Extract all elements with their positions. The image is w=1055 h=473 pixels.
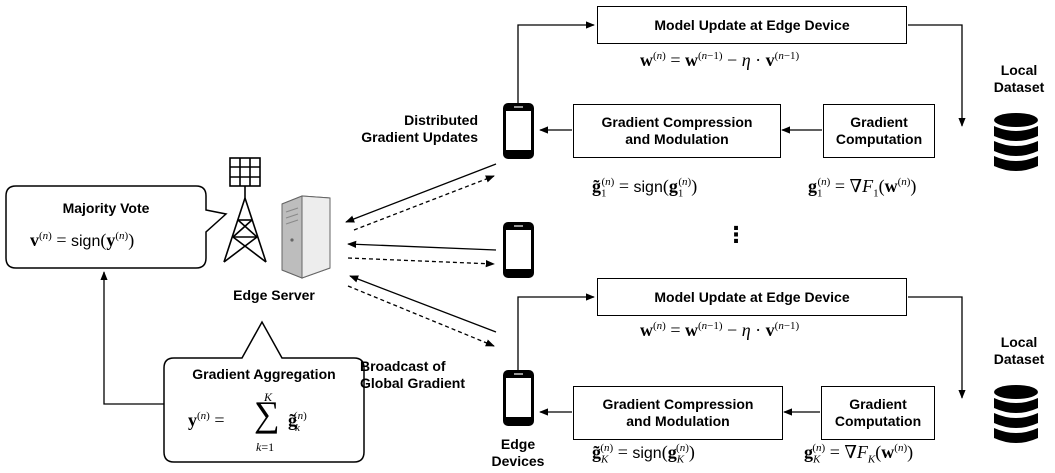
majority-vote-title: Majority Vote: [62, 200, 150, 216]
antenna-tower-icon: [223, 157, 267, 263]
server-icon: [281, 195, 331, 279]
uplink-label: Distributed Gradient Updates: [361, 112, 478, 145]
computation-box-bottom: Gradient Computation: [821, 386, 935, 440]
computation-equation-bottom: gK(n) = ∇FK(w(n)): [804, 442, 914, 466]
computation-equation-top: g1(n) = ∇F1(w(n)): [808, 176, 917, 200]
phone-icon-middle: [503, 222, 534, 278]
majority-vote-callout: [5, 185, 228, 269]
aggregation-equation: y(n) = K ∑ k=1 g̃k(n): [188, 390, 307, 454]
database-icon-bottom: [994, 385, 1038, 443]
bottom-device-flow: [517, 293, 966, 416]
edge-devices-label: Edge Devices: [491, 436, 545, 469]
aggregation-to-vote-arrow: [100, 271, 164, 405]
aggregation-title: Gradient Aggregation: [192, 366, 336, 382]
model-update-equation-top: w(n) = w(n−1) − η · v(n−1): [640, 50, 800, 70]
model-update-equation-bottom: w(n) = w(n−1) − η · v(n−1): [640, 320, 800, 340]
channel-arrows: [345, 163, 497, 347]
compression-equation-top: g̃1(n) = sign(g1(n)): [592, 176, 698, 200]
compression-box-bottom: Gradient Compression and Modulation: [573, 386, 783, 440]
computation-box-top: Gradient Computation: [823, 104, 935, 158]
top-device-flow: [517, 21, 966, 134]
database-icon-top: [994, 113, 1038, 171]
majority-vote-equation: v(n) = sign(y(n)): [30, 230, 135, 250]
devices-ellipsis: ⋮: [725, 222, 747, 247]
phone-icon-bottom: [503, 370, 534, 426]
local-dataset-label-top: Local Dataset: [993, 62, 1045, 95]
edge-server-label: Edge Server: [233, 287, 315, 303]
model-update-box-top: Model Update at Edge Device: [597, 6, 907, 44]
compression-equation-bottom: g̃K(n) = sign(gK(n)): [592, 442, 695, 466]
downlink-label: Broadcast of Global Gradient: [360, 358, 466, 391]
phone-icon-top: [503, 103, 534, 159]
aggregation-callout: [163, 320, 365, 463]
compression-box-top: Gradient Compression and Modulation: [573, 104, 781, 158]
model-update-box-bottom: Model Update at Edge Device: [597, 278, 907, 316]
local-dataset-label-bottom: Local Dataset: [993, 334, 1045, 367]
